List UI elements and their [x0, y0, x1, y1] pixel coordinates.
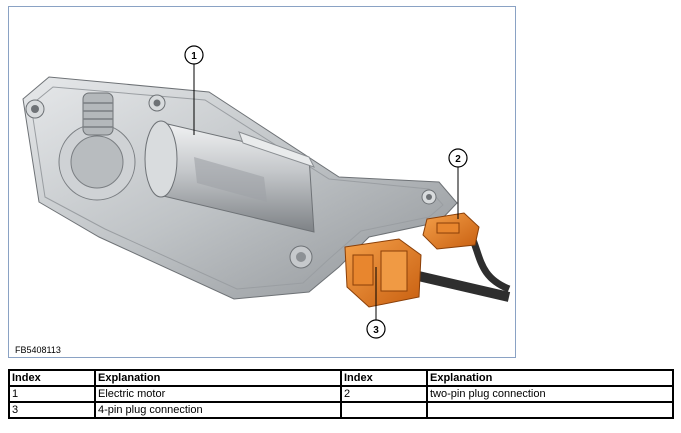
figure-code: FB5408113	[15, 345, 61, 355]
callout-label-3: 3	[373, 325, 379, 336]
cable	[412, 270, 511, 302]
callout-label-1: 1	[191, 51, 197, 62]
electric-motor	[144, 120, 315, 233]
callout-marker-3: 3	[366, 319, 386, 339]
callout-label-2: 2	[455, 154, 461, 165]
index-table: Index Explanation Index Explanation 1 El…	[8, 369, 674, 419]
table-cell-index: 1	[8, 385, 96, 403]
table-row: 3 4-pin plug connection	[8, 401, 674, 419]
table-cell-index	[340, 401, 428, 419]
table-cell-index: 2	[340, 385, 428, 403]
header-index: Index	[340, 369, 428, 387]
four-pin-connector	[344, 238, 422, 308]
bolt	[289, 245, 313, 269]
table-header-row: Index Explanation Index Explanation	[8, 369, 674, 387]
header-explanation: Explanation	[94, 369, 342, 387]
electric-motor-illustration: 1 2 3	[22, 45, 511, 339]
header-explanation: Explanation	[426, 369, 674, 387]
callout-marker-2: 2	[448, 148, 468, 168]
header-index: Index	[8, 369, 96, 387]
table-cell-explanation: 4-pin plug connection	[94, 401, 342, 419]
figure-frame: 1 2 3 FB5408113	[8, 6, 516, 358]
table-row: 1 Electric motor 2 two-pin plug connecti…	[8, 385, 674, 403]
two-pin-connector	[422, 212, 480, 250]
table-cell-explanation: Electric motor	[94, 385, 342, 403]
cable	[467, 233, 511, 293]
table-cell-explanation: two-pin plug connection	[426, 385, 674, 403]
table-cell-index: 3	[8, 401, 96, 419]
table-cell-explanation	[426, 401, 674, 419]
callout-marker-1: 1	[184, 45, 204, 65]
